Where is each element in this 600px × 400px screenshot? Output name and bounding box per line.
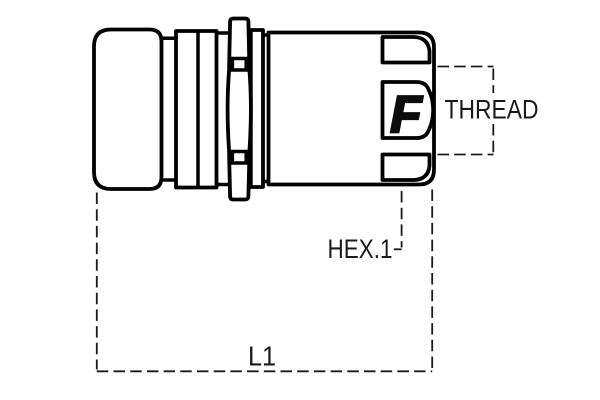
collar-groove-lower (229, 149, 250, 165)
thread-dimension-label: THREAD (445, 95, 539, 125)
hex-facet-logo-plate (380, 80, 436, 140)
collar-groove-upper (229, 56, 250, 72)
hex-dimension-label: HEX.1 (328, 234, 393, 264)
hex-facets: F (380, 35, 436, 182)
hex-body (266, 30, 436, 187)
hex-facet-bottom (380, 152, 432, 182)
hex-dimension: HEX.1 (328, 191, 403, 264)
release-collar (225, 16, 253, 202)
hex-facet-top (380, 35, 432, 65)
release-collar-silhouette (225, 16, 253, 202)
protection-cap (92, 27, 164, 191)
thread-dimension: THREAD (437, 65, 539, 156)
brand-logo-f: F (390, 86, 423, 144)
length-dimension: L1 (95, 189, 434, 373)
length-dimension-label: L1 (248, 341, 276, 372)
